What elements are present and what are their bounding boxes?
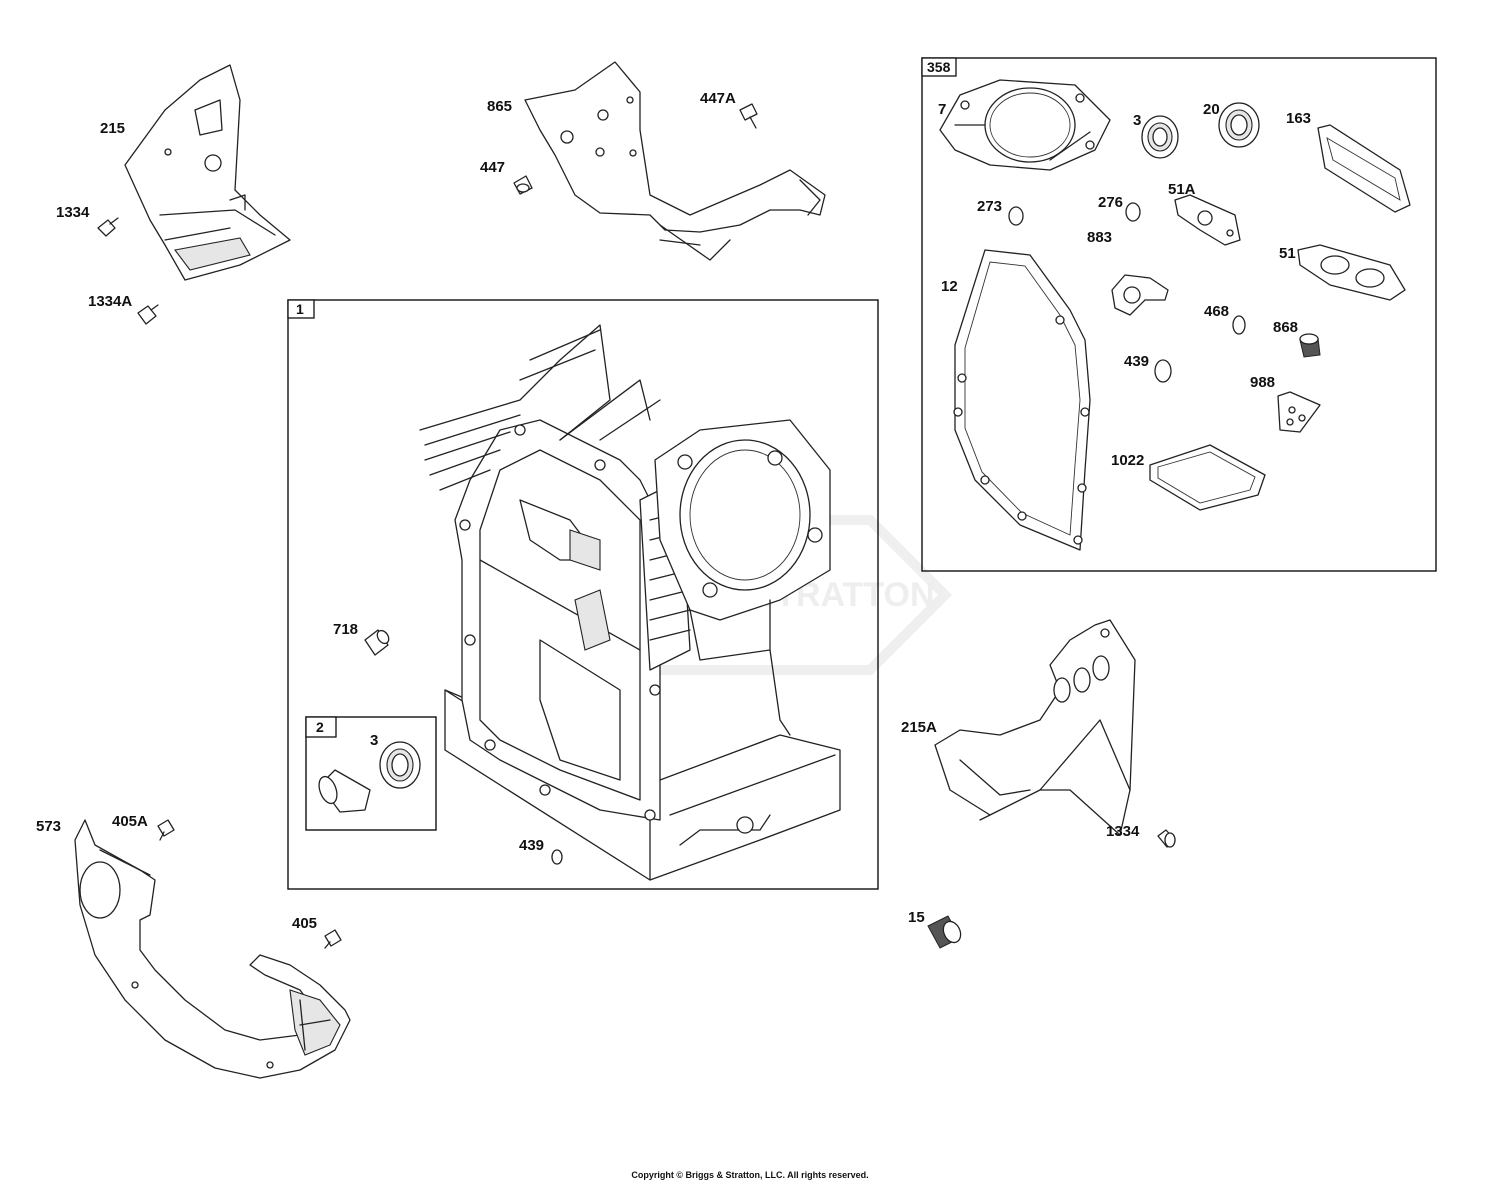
part-573-guard[interactable] [74,819,351,1079]
label-405A[interactable]: 405A [112,813,148,830]
part-215-air-guide[interactable] [124,64,291,281]
part-276-washer[interactable] [1125,202,1141,222]
part-1022-gasket[interactable] [1149,444,1266,511]
part-20-seal[interactable] [1218,102,1260,148]
part-12-crankcase-gasket[interactable] [953,249,1091,551]
copyright-notice: Copyright © Briggs & Stratton, LLC. All … [631,1170,869,1180]
group-358-label[interactable]: 358 [927,59,951,75]
part-439-washer[interactable] [551,849,563,865]
label-3-seal[interactable]: 3 [370,732,378,749]
label-883[interactable]: 883 [1087,229,1112,246]
label-12[interactable]: 12 [941,278,958,295]
part-1334-bolt-top[interactable] [97,217,119,237]
part-2-bushing[interactable] [316,769,371,813]
group-2-box [305,716,437,831]
label-447A[interactable]: 447A [700,90,736,107]
group-1-label[interactable]: 1 [296,301,304,317]
label-20[interactable]: 20 [1203,101,1220,118]
group-2-tag [305,716,337,738]
label-1334A[interactable]: 1334A [88,293,132,310]
part-273-washer[interactable] [1008,206,1024,226]
label-15[interactable]: 15 [908,909,925,926]
label-7[interactable]: 7 [938,101,946,118]
label-215[interactable]: 215 [100,120,125,137]
label-1022[interactable]: 1022 [1111,452,1144,469]
label-405[interactable]: 405 [292,915,317,932]
label-439-main[interactable]: 439 [519,837,544,854]
label-988[interactable]: 988 [1250,374,1275,391]
group-358-tag [921,57,957,77]
label-718[interactable]: 718 [333,621,358,638]
part-718-dowel[interactable] [364,628,391,656]
part-163-gasket[interactable] [1317,124,1411,213]
label-447[interactable]: 447 [480,159,505,176]
group-1-box [287,299,879,890]
part-215A-air-guide[interactable] [934,619,1136,836]
group-1-tag [287,299,315,319]
label-868[interactable]: 868 [1273,319,1298,336]
part-3-seal-kit[interactable] [1141,115,1179,159]
label-163[interactable]: 163 [1286,110,1311,127]
part-883-gasket[interactable] [1111,274,1169,316]
part-51A-gasket[interactable] [1174,194,1241,246]
part-1334-bolt-right[interactable] [1157,829,1176,848]
label-273[interactable]: 273 [977,198,1002,215]
part-447-screw[interactable] [513,175,533,195]
label-215A[interactable]: 215A [901,719,937,736]
part-439-kit-washer[interactable] [1154,359,1172,383]
part-51-gasket[interactable] [1297,244,1406,301]
part-988-plate[interactable] [1277,391,1321,433]
label-51A[interactable]: 51A [1168,181,1196,198]
part-468-washer[interactable] [1232,315,1246,335]
label-3-kit[interactable]: 3 [1133,112,1141,129]
group-2-label[interactable]: 2 [316,719,324,735]
part-7-head-gasket[interactable] [939,79,1111,171]
part-865-bracket[interactable] [524,61,826,261]
cylinder-block[interactable] [419,324,841,881]
label-468[interactable]: 468 [1204,303,1229,320]
label-865[interactable]: 865 [487,98,512,115]
part-15-plug[interactable] [927,915,964,949]
group-358-box [921,57,1437,572]
label-573[interactable]: 573 [36,818,61,835]
part-405-screw[interactable] [324,929,342,949]
part-405A-screw[interactable] [157,819,175,841]
part-1334A-bolt[interactable] [137,304,159,325]
label-276[interactable]: 276 [1098,194,1123,211]
part-447A-screw[interactable] [739,103,758,129]
label-1334-top[interactable]: 1334 [56,204,90,221]
label-439-kit[interactable]: 439 [1124,353,1149,370]
label-1334-right[interactable]: 1334 [1106,823,1140,840]
part-3-oil-seal[interactable] [379,741,421,789]
label-51[interactable]: 51 [1279,245,1296,262]
part-868-valve-seal[interactable] [1299,333,1321,358]
